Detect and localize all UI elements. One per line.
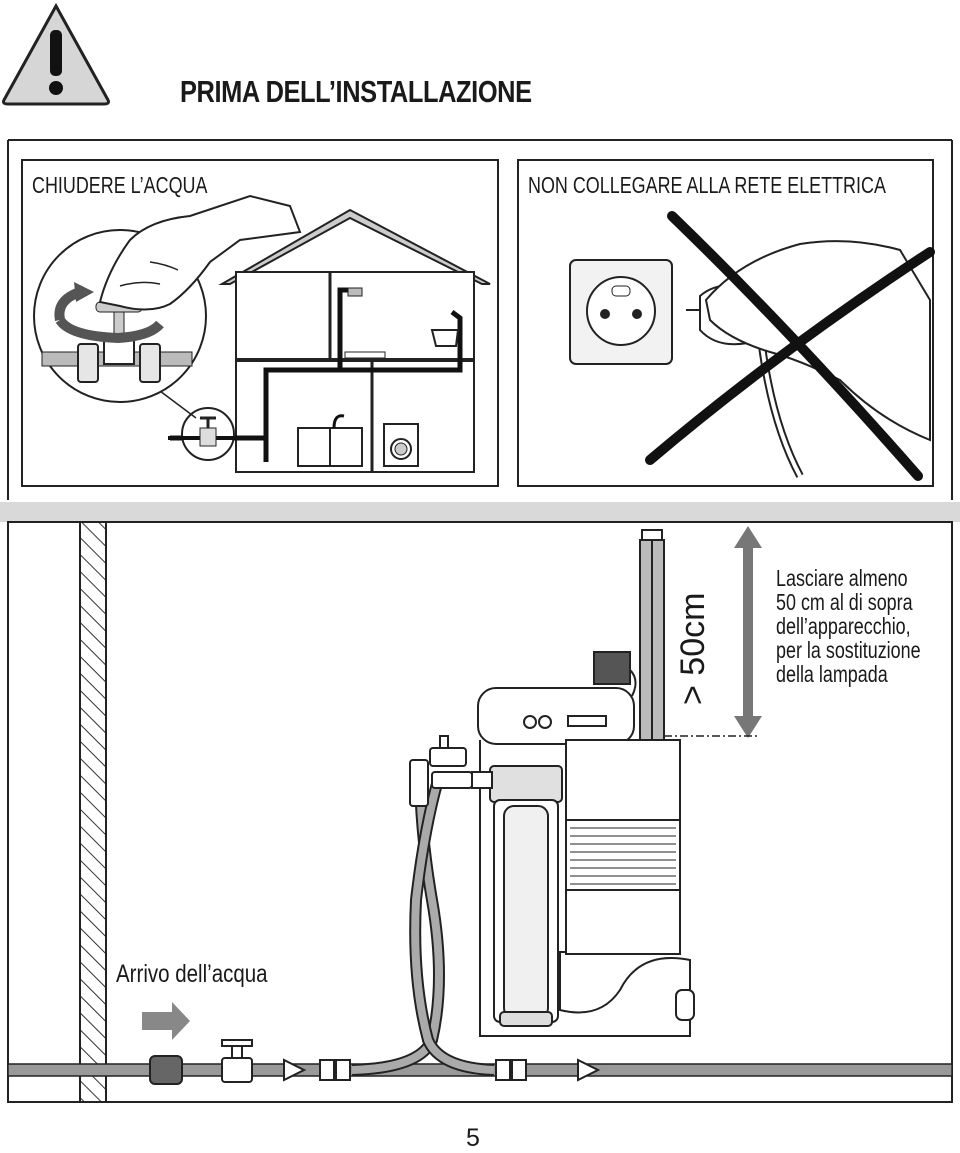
valve-icon (168, 407, 240, 461)
clearance-note: Lasciare almeno 50 cm al di sopra dell’a… (776, 566, 921, 686)
control-box (593, 651, 631, 685)
panel-label-no-power: NON COLLEGARE ALLA RETE ELETTRICA (528, 172, 886, 198)
hose (351, 769, 495, 1076)
kitchen-cabinet (297, 414, 363, 467)
filter-icon (489, 765, 563, 1027)
uv-unit-icon (477, 687, 695, 1037)
wall-socket-icon (569, 259, 673, 365)
wall-icon (79, 521, 107, 1103)
note-line: 50 cm al di sopra (776, 589, 913, 615)
shower-icon (347, 287, 363, 297)
page-title: PRIMA DELL’INSTALLAZIONE (180, 74, 532, 109)
water-inlet-label: Arrivo dell’acqua (116, 960, 268, 988)
hand-icon (98, 194, 302, 311)
panel-label-close-water: CHIUDERE L’ACQUA (32, 172, 208, 198)
valve-icon (409, 735, 493, 807)
hose-fitting (319, 1059, 527, 1081)
lamp-tube-icon (639, 529, 665, 741)
rotate-arrow-icon (54, 282, 164, 344)
check-valve-icon (283, 1058, 307, 1082)
note-line: della lampada (776, 661, 888, 687)
section-divider (0, 502, 960, 522)
note-line: per la sostituzione (776, 637, 921, 663)
cross-icon (645, 211, 935, 481)
sink-icon (430, 329, 460, 347)
check-valve-icon (577, 1058, 601, 1082)
note-line: dell’apparecchio, (776, 613, 911, 639)
dimension-arrow-icon (664, 526, 762, 738)
washing-machine-icon (383, 423, 419, 467)
note-line: Lasciare almeno (776, 565, 908, 591)
clearance-label: > 50cm (674, 592, 712, 705)
flow-arrow-icon (142, 1002, 190, 1040)
warning-triangle-icon (2, 2, 110, 106)
meter-icon (149, 1055, 183, 1085)
valve-icon (221, 1039, 253, 1083)
page-number: 5 (466, 1124, 480, 1152)
